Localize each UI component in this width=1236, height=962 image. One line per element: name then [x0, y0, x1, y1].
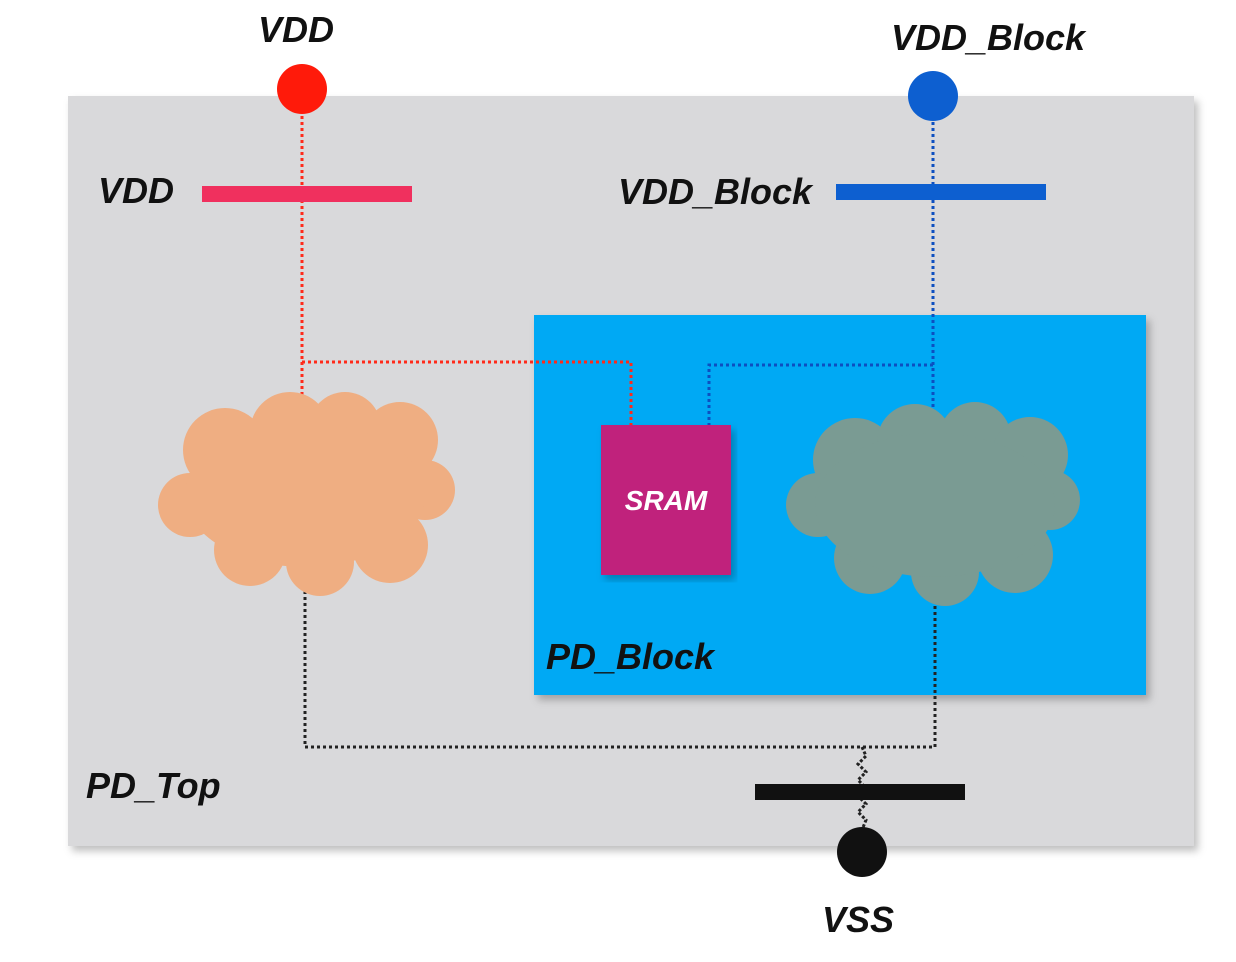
pd-top-label: PD_Top — [86, 765, 221, 806]
vdd-rail-label: VDD — [98, 170, 174, 211]
pd-block-logic-cloud — [786, 402, 1080, 606]
vss-pin-label: VSS — [822, 899, 894, 940]
vdd-block-pin — [908, 71, 958, 121]
vdd-rail — [202, 186, 412, 202]
vdd-block-net-line — [707, 110, 935, 425]
vdd-pin — [277, 64, 327, 114]
sram-macro — [601, 425, 731, 575]
vss-net-line — [303, 585, 937, 749]
vss-rail — [755, 784, 965, 800]
pd-top-logic-cloud — [158, 392, 455, 596]
vdd-pin-label: VDD — [258, 9, 334, 50]
vss-pin — [837, 827, 887, 877]
vdd-net-line — [300, 110, 633, 425]
sram-label: SRAM — [625, 485, 708, 516]
vdd-block-rail — [836, 184, 1046, 200]
pd-block-label: PD_Block — [546, 636, 716, 677]
vdd-block-pin-label: VDD_Block — [891, 17, 1087, 58]
vdd-block-rail-label: VDD_Block — [618, 171, 814, 212]
